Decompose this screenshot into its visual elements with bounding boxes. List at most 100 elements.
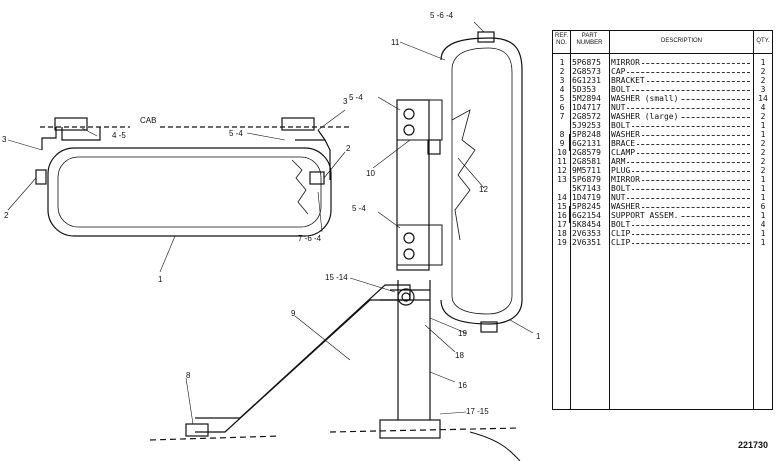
callout-11: 11: [391, 38, 400, 47]
leader-dots: [611, 207, 750, 208]
part-number-cell: 9M5711: [572, 166, 601, 175]
top-bolt: [477, 31, 495, 43]
qty-cell: 3: [760, 85, 766, 94]
part-number-cell: 5P8245: [572, 202, 601, 211]
ref-cell: 12: [557, 166, 567, 175]
part-number-cell: 5P6879: [572, 175, 601, 184]
callout-12: 12: [479, 185, 488, 194]
support-post: [397, 280, 431, 420]
qty-cell: 1: [760, 229, 766, 238]
leader-dots: [611, 81, 750, 82]
part-number-cell: 6G2154: [572, 211, 601, 220]
table-header-row: [553, 31, 772, 54]
qty-cell: 2: [760, 166, 766, 175]
description-cell: NUT: [611, 103, 628, 112]
leader-dots: [611, 72, 750, 73]
clamp-assembly: [396, 99, 430, 271]
side-mirror-glass: [451, 47, 513, 315]
part-number-cell: 2V6351: [572, 238, 601, 247]
callout-cab-side-5-4: 5 -4: [229, 129, 243, 138]
qty-cell: 2: [760, 148, 766, 157]
description-cell: SUPPORT ASSEM.: [611, 211, 681, 220]
ref-cell: 14: [557, 193, 567, 202]
description-cell: CAP: [611, 67, 628, 76]
callout-13: 13: [536, 332, 540, 341]
exploded-parts-diagram: CAB 3 2 4 -5 5 -4 3 2 7 -6 -4 1 5 -6 -4 …: [2, 11, 540, 461]
ref-cell: 18: [557, 229, 567, 238]
ref-bracket: [569, 206, 573, 223]
table-row: 10 2G8579 CLAMP 2: [553, 148, 772, 157]
description-cell: WASHER (small): [611, 94, 681, 103]
callout-cab-side-3-left: 3: [2, 135, 7, 144]
description-cell: BRACE: [611, 139, 638, 148]
ref-cell: 15: [557, 202, 567, 211]
qty-cell: 14: [758, 94, 768, 103]
ref-cell: 11: [557, 157, 567, 166]
qty-cell: 6: [760, 202, 766, 211]
ref-cell: 16: [557, 211, 567, 220]
callout-19: 19: [458, 329, 467, 338]
ref-cell: 2: [559, 67, 565, 76]
callout-cab-side-4-5: 4 -5: [112, 131, 126, 140]
qty-cell: 4: [760, 220, 766, 229]
ref-bracket: [569, 134, 573, 151]
ref-cell: 3: [559, 76, 565, 85]
qty-cell: 1: [760, 175, 766, 184]
callout-17-15: 17 -15: [466, 407, 489, 416]
leader-dots: [611, 234, 750, 235]
callout-9: 9: [291, 309, 296, 318]
description-cell: BRACKET: [611, 76, 647, 85]
right-cap: [309, 171, 325, 185]
leader-dots: [611, 90, 750, 91]
description-cell: WASHER: [611, 202, 642, 211]
qty-cell: 1: [760, 130, 766, 139]
callout-5-4-lower: 5 -4: [352, 204, 366, 213]
bottom-bolt: [480, 321, 498, 333]
leader-dots: [611, 108, 750, 109]
qty-cell: 1: [760, 184, 766, 193]
leader-dots: [611, 117, 750, 118]
callout-labels: 3 2 4 -5 5 -4 3 2 7 -6 -4 1 5 -6 -4 11 5…: [2, 11, 540, 416]
leader-dots: [611, 144, 750, 145]
part-number-cell: 2G8579: [572, 148, 601, 157]
callout-15-14: 15 -14: [325, 273, 348, 282]
callout-cab-side-1: 1: [158, 275, 163, 284]
table-divider: [753, 31, 754, 409]
table-divider: [570, 31, 571, 409]
drawing-number: 221730: [738, 440, 769, 450]
cab-label: CAB: [140, 116, 156, 125]
left-bracket-top: [54, 117, 88, 131]
description-cell: CLAMP: [611, 148, 638, 157]
ref-cell: 17: [557, 220, 567, 229]
ref-cell: 13: [557, 175, 567, 184]
part-number-cell: 2G8581: [572, 157, 601, 166]
part-number-cell: 6G2131: [572, 139, 601, 148]
leader-dots: [611, 198, 750, 199]
part-number-cell: 5P8248: [572, 130, 601, 139]
callout-18: 18: [455, 351, 464, 360]
cab-mirror-glass: [57, 156, 322, 228]
table-row: 15 5P8245 WASHER 6: [553, 202, 772, 211]
header-description: DESCRIPTION: [660, 38, 702, 44]
leader-dots: [611, 162, 750, 163]
side-mirror-frame: [440, 37, 523, 325]
description-cell: BOLT: [611, 184, 633, 193]
part-number-cell: 2G8573: [572, 67, 601, 76]
ref-cell: 10: [557, 148, 567, 157]
callout-5-4-upper: 5 -4: [349, 93, 363, 102]
right-bracket-top: [281, 117, 315, 131]
leader-dots: [611, 243, 750, 244]
header-ref: REF. NO.: [554, 33, 568, 46]
part-number-cell: 5J9253: [572, 121, 601, 130]
qty-cell: 4: [760, 103, 766, 112]
description-cell: MIRROR: [611, 175, 642, 184]
ref-cell: 8: [559, 130, 565, 139]
callout-cab-side-3-right: 3: [343, 97, 348, 106]
